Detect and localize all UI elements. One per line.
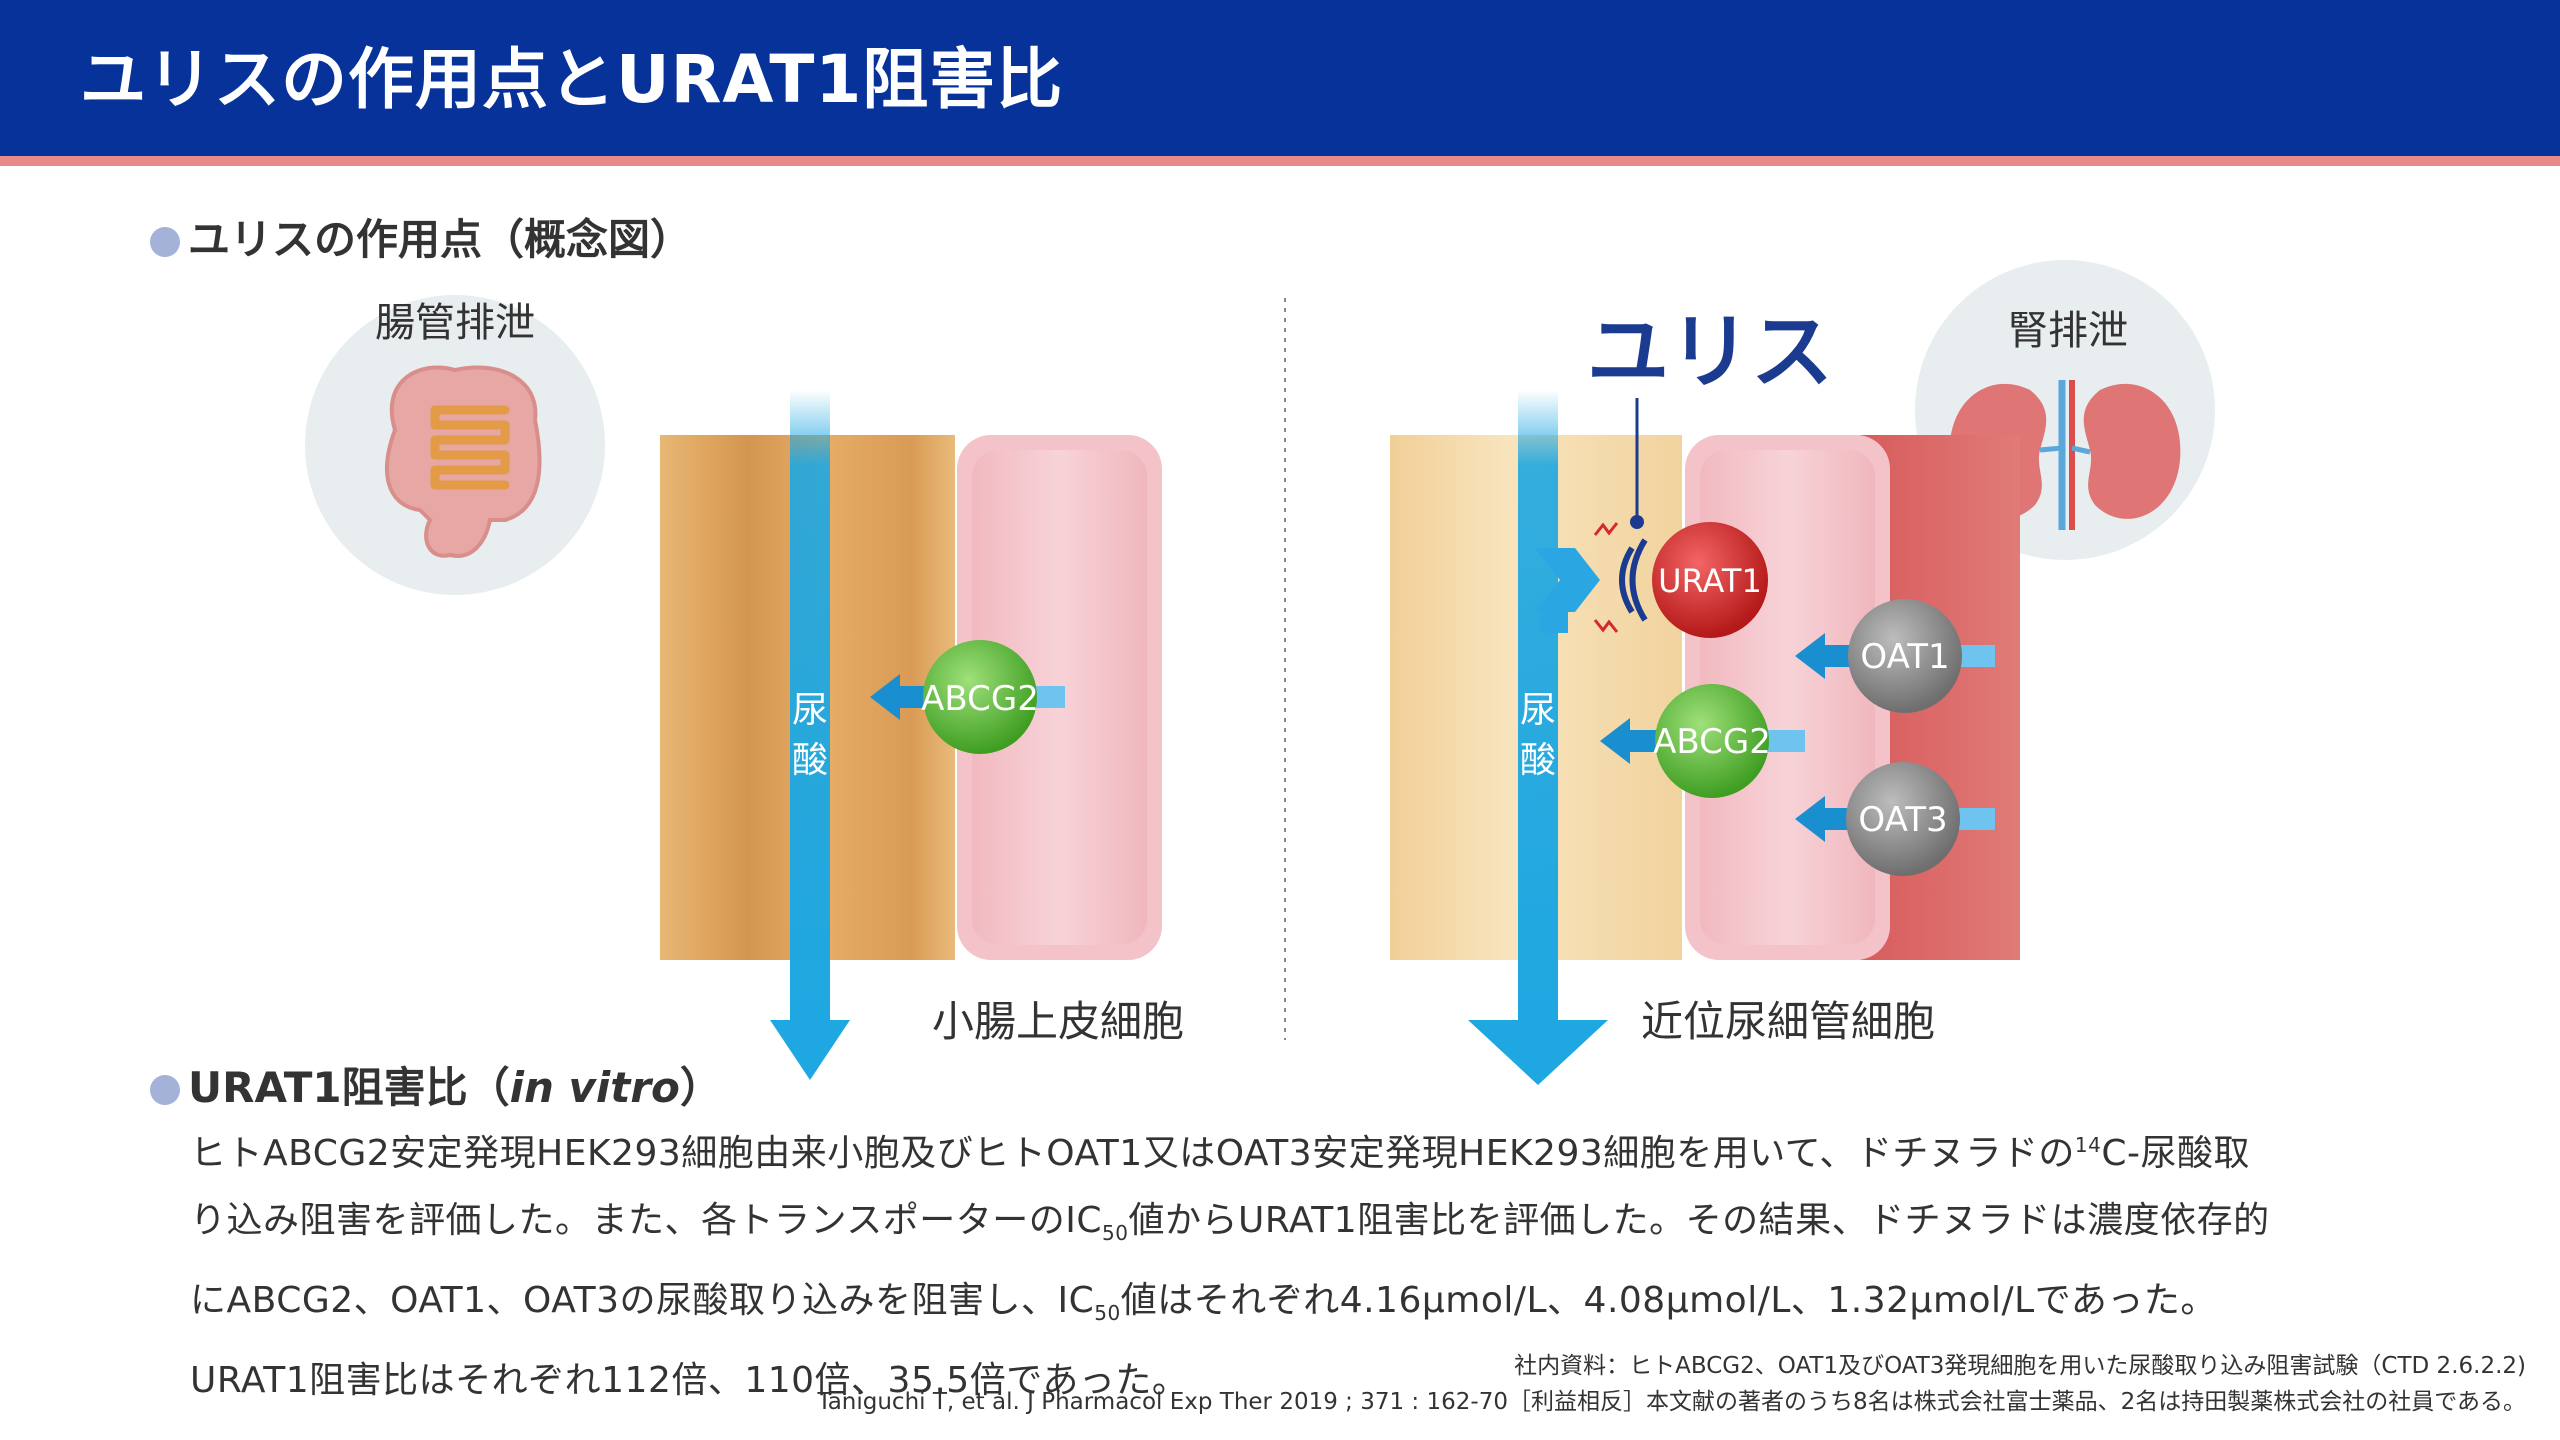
- inhibition-wave-1: [1619, 546, 1635, 614]
- section-heading-text: ユリスの作用点（概念図）: [188, 215, 693, 264]
- oat3-label: OAT3: [1858, 800, 1947, 840]
- header-accent-line: [0, 156, 2560, 166]
- urat1-label: URAT1: [1658, 562, 1762, 600]
- drug-pointer-dot: [1630, 515, 1644, 529]
- inhibition-wave-2: [1629, 538, 1648, 622]
- kidney-cell-label: 近位尿細管細胞: [1641, 997, 1935, 1046]
- intestine-flow-label-2: 酸: [792, 740, 828, 781]
- abcg2-label-right: ABCG2: [1653, 722, 1771, 762]
- abcg2-label-left: ABCG2: [921, 679, 1039, 719]
- drug-label-yuris: ユリス: [1587, 305, 1833, 400]
- paragraph-line-1: ヒトABCG2安定発現HEK293細胞由来小胞及びヒトOAT1又はOAT3安定発…: [190, 1133, 2250, 1174]
- oat3-tail: [1955, 808, 1995, 830]
- section2-heading-italic: in vitro: [509, 1063, 680, 1112]
- urat1-blocked-arrow-tail: [1540, 605, 1568, 633]
- section-heading-urat1-ratio: URAT1阻害比（in vitro）: [150, 1060, 722, 1116]
- inhibition-spark-bottom: [1593, 619, 1619, 633]
- oat3-transporter: [1846, 762, 1960, 876]
- abcg2-transporter-right: [1655, 684, 1769, 798]
- intestine-flow-label-1: 尿: [792, 690, 828, 731]
- abcg2-export-arrow-right: [1600, 718, 1660, 764]
- oat1-uptake-arrow: [1795, 633, 1855, 679]
- paragraph-line-4: URAT1阻害比はそれぞれ112倍、110倍、35.5倍であった。: [190, 1360, 1189, 1402]
- intestine-panel: 腸管排泄 尿 酸 ABCG2 小腸上皮細胞: [305, 295, 1184, 1080]
- kidney-flow-arrowhead: [1468, 1020, 1608, 1085]
- footnote-source: 社内資料：ヒトABCG2、OAT1及びOAT3発現細胞を用いた尿酸取り込み阻害試…: [1514, 1353, 2526, 1379]
- intestine-flow-arrowhead: [770, 1020, 850, 1080]
- intestine-badge-label: 腸管排泄: [375, 300, 535, 346]
- paragraph-line-3: にABCG2、OAT1、OAT3の尿酸取り込みを阻害し、IC50値はそれぞれ4.…: [190, 1280, 2217, 1326]
- intestine-urate-flow: [790, 390, 830, 1020]
- bullet-dot: [150, 227, 180, 257]
- kidney-urate-flow: [1518, 390, 1558, 1020]
- footnote-reference: Taniguchi T, et al. J Pharmacol Exp Ther…: [817, 1389, 2526, 1415]
- header-bar: ユリスの作用点とURAT1阻害比: [0, 0, 2560, 156]
- oat1-tail: [1955, 645, 1995, 667]
- section2-heading-end: ）: [679, 1063, 722, 1112]
- oat1-transporter: [1848, 599, 1962, 713]
- kidney-flow-label-1: 尿: [1520, 690, 1556, 731]
- kidney-flow-label-2: 酸: [1520, 740, 1556, 781]
- page-title: ユリスの作用点とURAT1阻害比: [80, 41, 1064, 118]
- oat3-uptake-arrow: [1795, 796, 1855, 842]
- mechanism-diagram: 腸管排泄 尿 酸 ABCG2 小腸上皮細胞 腎排泄: [305, 260, 2215, 1085]
- bullet-dot: [150, 1075, 180, 1105]
- urat1-blocked-arrow: [1535, 548, 1600, 612]
- results-paragraph: ヒトABCG2安定発現HEK293細胞由来小胞及びヒトOAT1又はOAT3安定発…: [190, 1112, 2430, 1414]
- intestine-cell-label: 小腸上皮細胞: [932, 997, 1184, 1046]
- paragraph-line-2: り込み阻害を評価した。また、各トランスポーターのIC50値からURAT1阻害比を…: [190, 1200, 2270, 1246]
- section-heading-mechanism: ユリスの作用点（概念図）: [150, 212, 692, 268]
- kidney-panel: 腎排泄 尿 酸 ユリス URAT1: [1390, 260, 2215, 1085]
- section2-heading-main: URAT1阻害比（: [188, 1063, 510, 1112]
- oat1-label: OAT1: [1860, 637, 1949, 677]
- abcg2-transporter-left: [923, 640, 1037, 754]
- inhibition-spark-top: [1593, 522, 1619, 536]
- kidney-badge-label: 腎排泄: [2008, 308, 2128, 354]
- urat1-transporter: [1652, 522, 1768, 638]
- intestine-icon: [385, 365, 542, 558]
- abcg2-tail-right: [1765, 730, 1805, 752]
- abcg2-export-arrow-left: [870, 674, 930, 720]
